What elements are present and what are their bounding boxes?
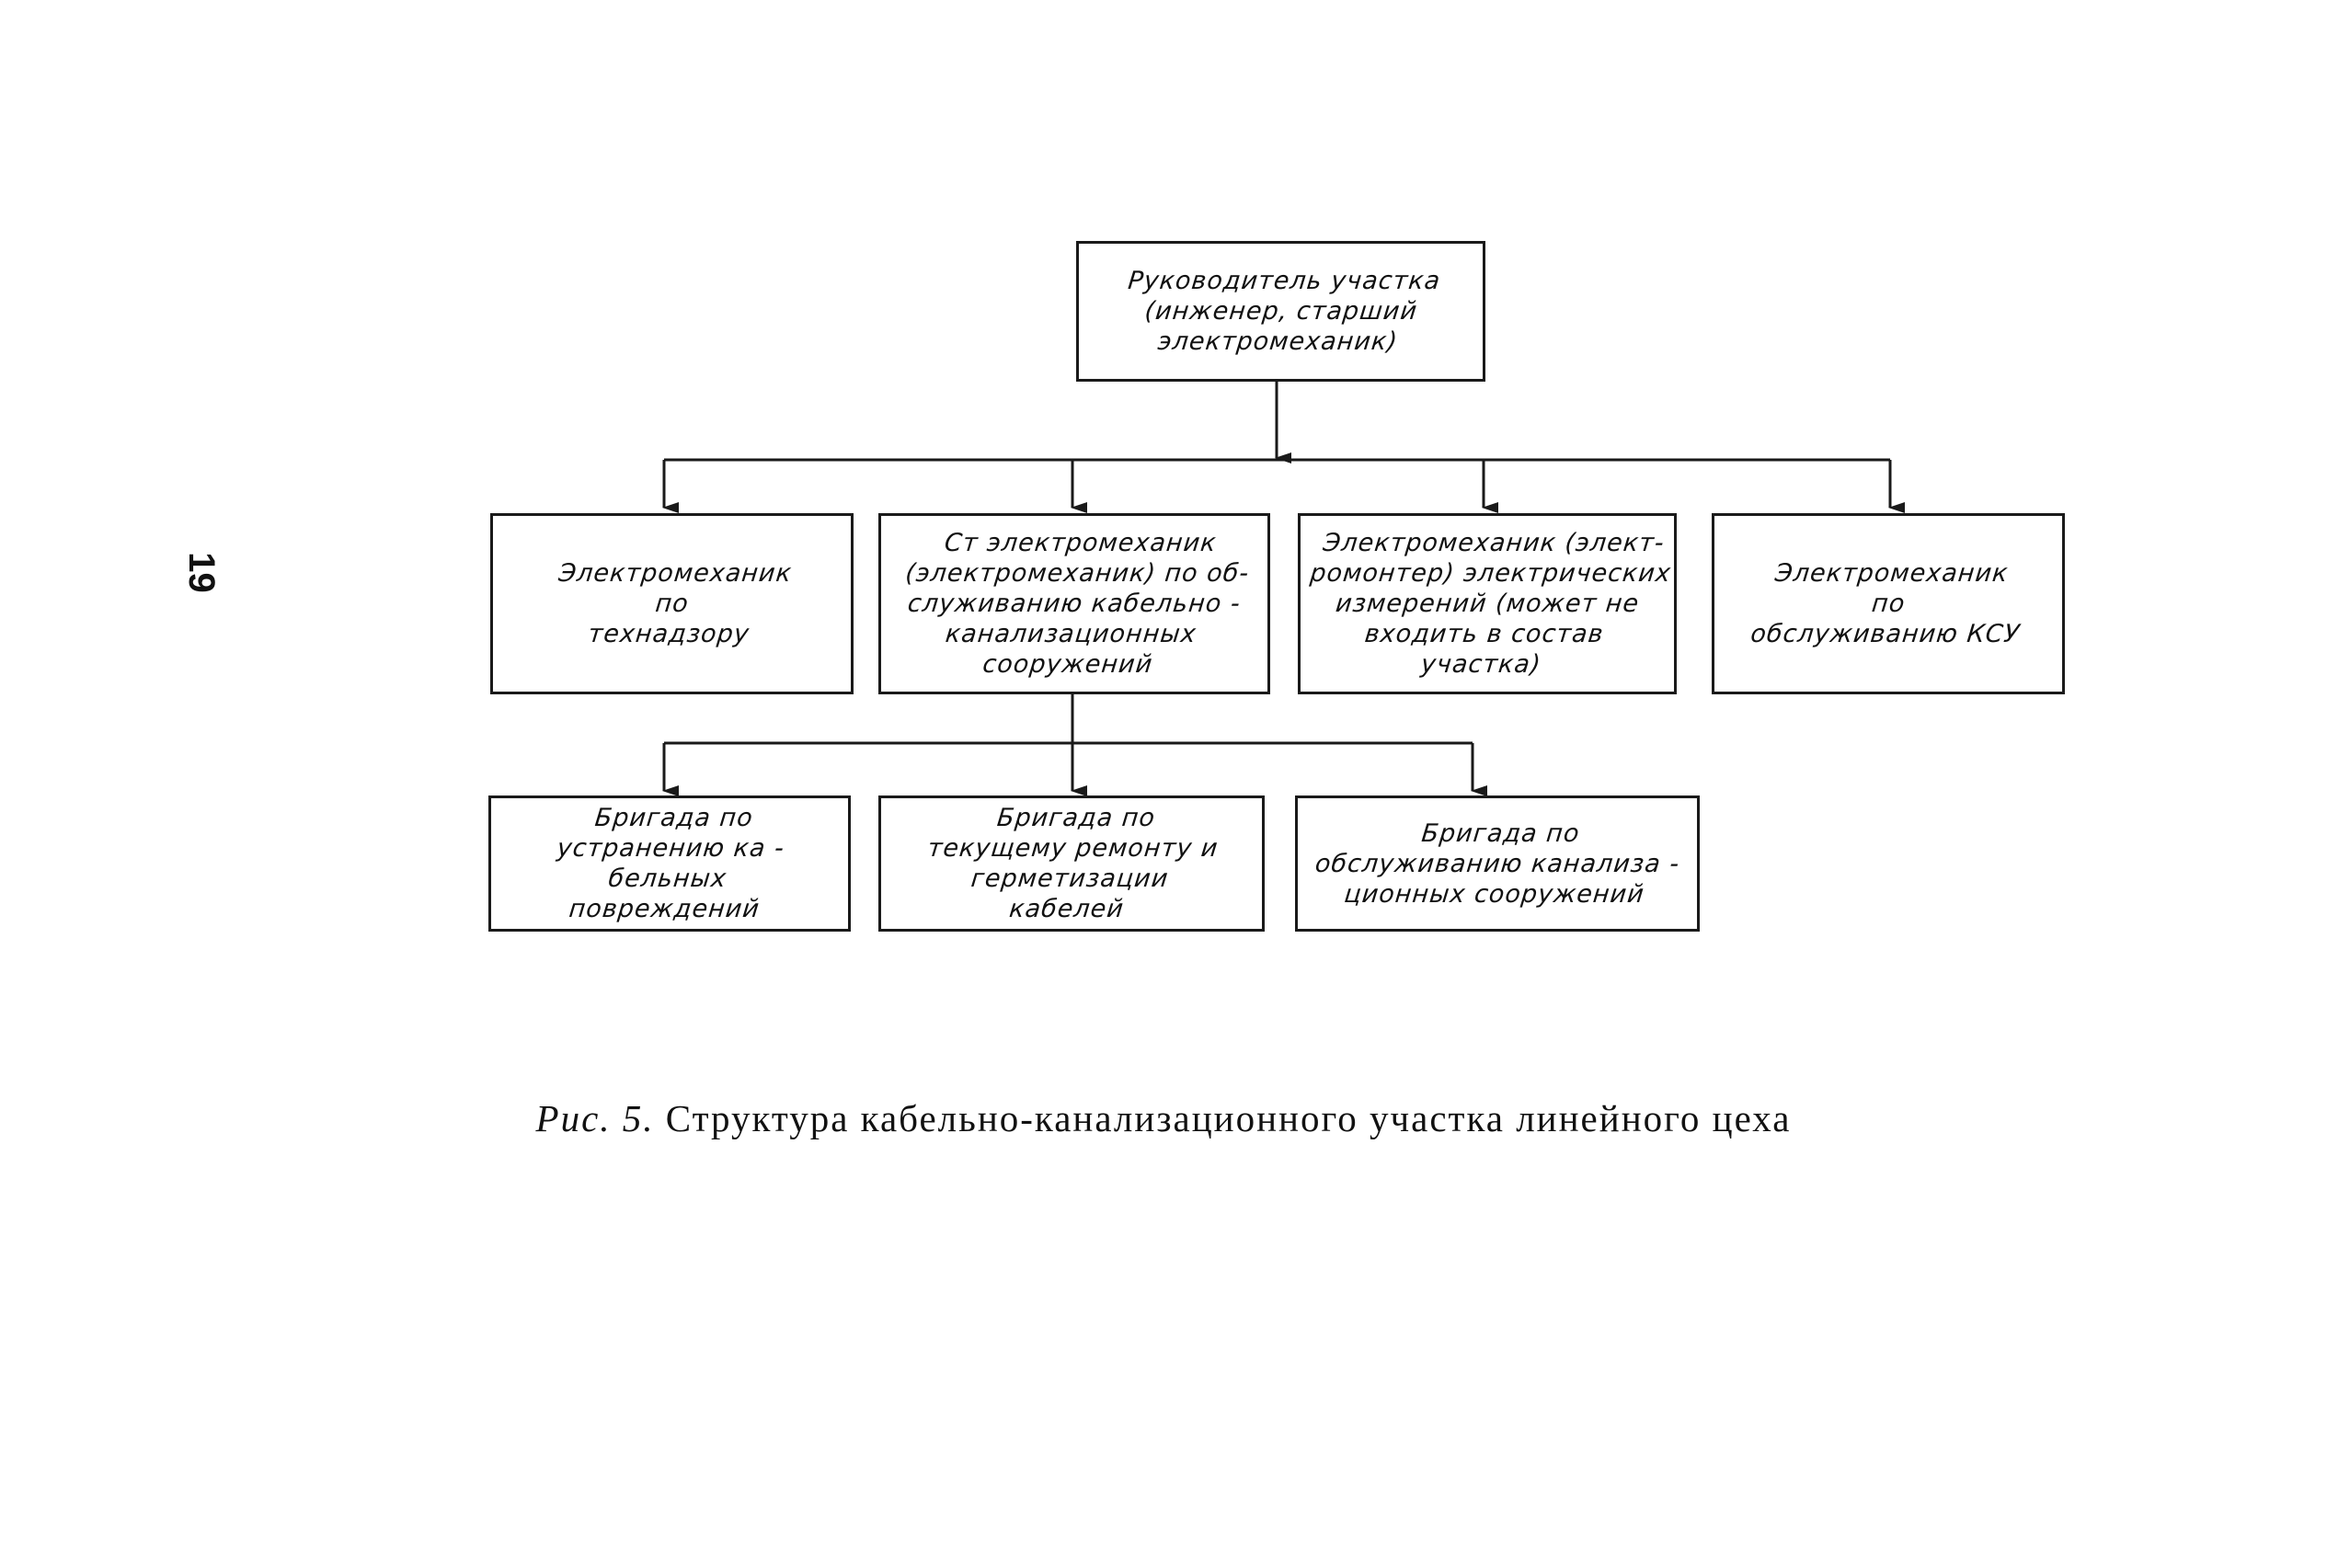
node-measurements: Электромеханик (элект- ромонтер) электри… [1298,513,1677,694]
figure-caption-text: Структура кабельно-канализационного учас… [654,1097,1792,1139]
node-senior-electromechanic-label: Ст электромеханик (электромеханик) по об… [903,529,1251,679]
node-brigade-maintenance-label: Бригада по текущему ремонту и герметизац… [926,804,1221,923]
figure-caption: Рис. 5. Структура кабельно-канализационн… [0,1096,2327,1140]
node-senior-electromechanic: Ст электромеханик (электромеханик) по об… [878,513,1270,694]
page-number: 19 [180,552,222,593]
node-ksu-label: Электромеханик по обслуживанию КСУ [1748,559,2022,648]
node-brigade-ducts-label: Бригада по обслуживанию канализа - ционн… [1313,818,1681,909]
node-brigade-maintenance: Бригада по текущему ремонту и герметизац… [878,795,1265,932]
node-ksu: Электромеханик по обслуживанию КСУ [1712,513,2065,694]
node-brigade-cable-repair-label: Бригада по устранению ка - бельных повре… [556,804,786,923]
node-root-label: Руководитель участка (инженер, старший э… [1126,267,1442,356]
node-measurements-label: Электромеханик (элект- ромонтер) электри… [1308,529,1673,679]
node-brigade-ducts: Бригада по обслуживанию канализа - ционн… [1295,795,1700,932]
figure-caption-label: Рис. 5. [535,1097,655,1139]
node-root: Руководитель участка (инженер, старший э… [1076,241,1485,382]
node-brigade-cable-repair: Бригада по устранению ка - бельных повре… [488,795,851,932]
node-technadzor-label: Электромеханик по технадзору [556,559,794,648]
node-technadzor: Электромеханик по технадзору [490,513,854,694]
